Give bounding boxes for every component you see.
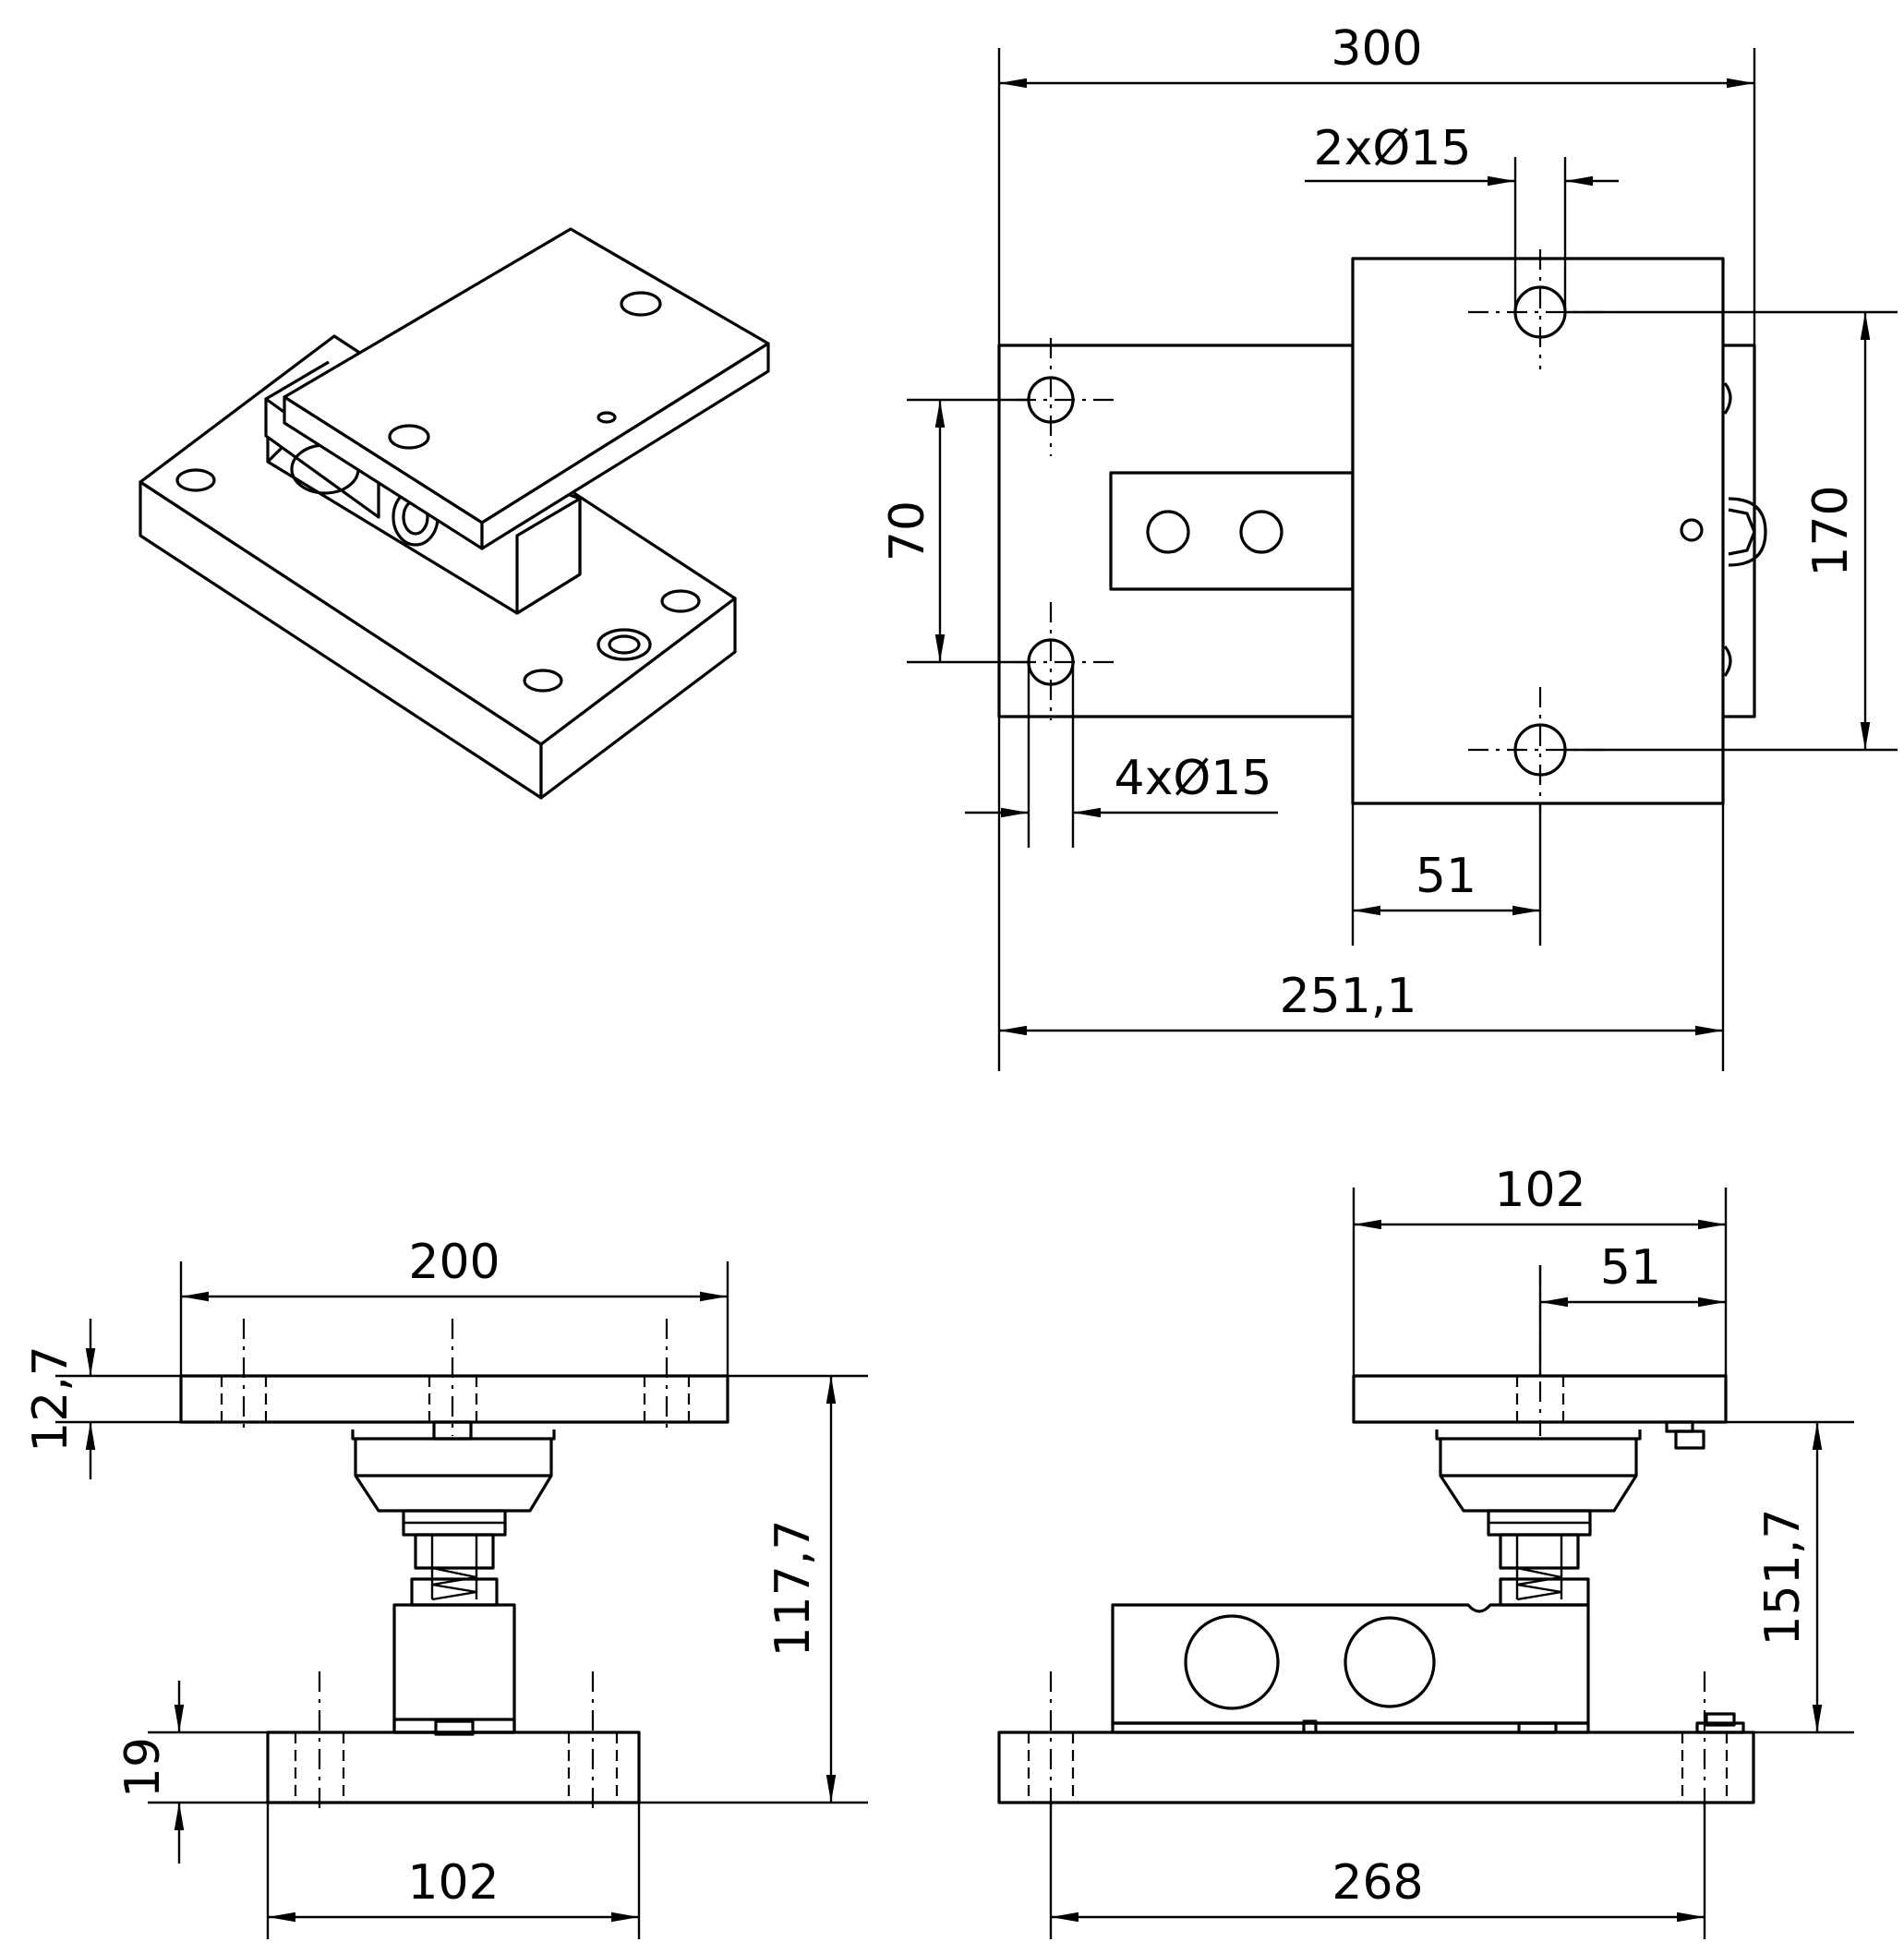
dim-102-side: 102: [1494, 1163, 1585, 1218]
top-view: 300 2xØ15 170 70 4xØ15 51 251,1: [880, 21, 1898, 1071]
dim-2x-hole: 2xØ15: [1314, 121, 1472, 176]
dim-170: 170: [1803, 485, 1859, 576]
dim-51-side: 51: [1600, 1240, 1661, 1296]
dim-12-7: 12,7: [23, 1345, 78, 1453]
dim-300: 300: [1331, 21, 1422, 77]
side-view: 102 51 151,7 268: [997, 1163, 1854, 1939]
dim-51-top: 51: [1416, 849, 1476, 904]
dim-151-7: 151,7: [1755, 1509, 1811, 1646]
dim-4x-hole: 4xØ15: [1115, 751, 1272, 806]
isometric-view: [139, 227, 770, 800]
dim-70: 70: [880, 501, 935, 561]
dim-117-7: 117,7: [765, 1520, 821, 1658]
front-view: 200 12,7 117,7 19 102: [23, 1235, 868, 1939]
dim-102-front: 102: [407, 1855, 499, 1911]
dim-251: 251,1: [1280, 969, 1417, 1024]
dim-19: 19: [115, 1737, 171, 1798]
dim-268: 268: [1332, 1855, 1423, 1911]
dim-200: 200: [408, 1235, 500, 1290]
